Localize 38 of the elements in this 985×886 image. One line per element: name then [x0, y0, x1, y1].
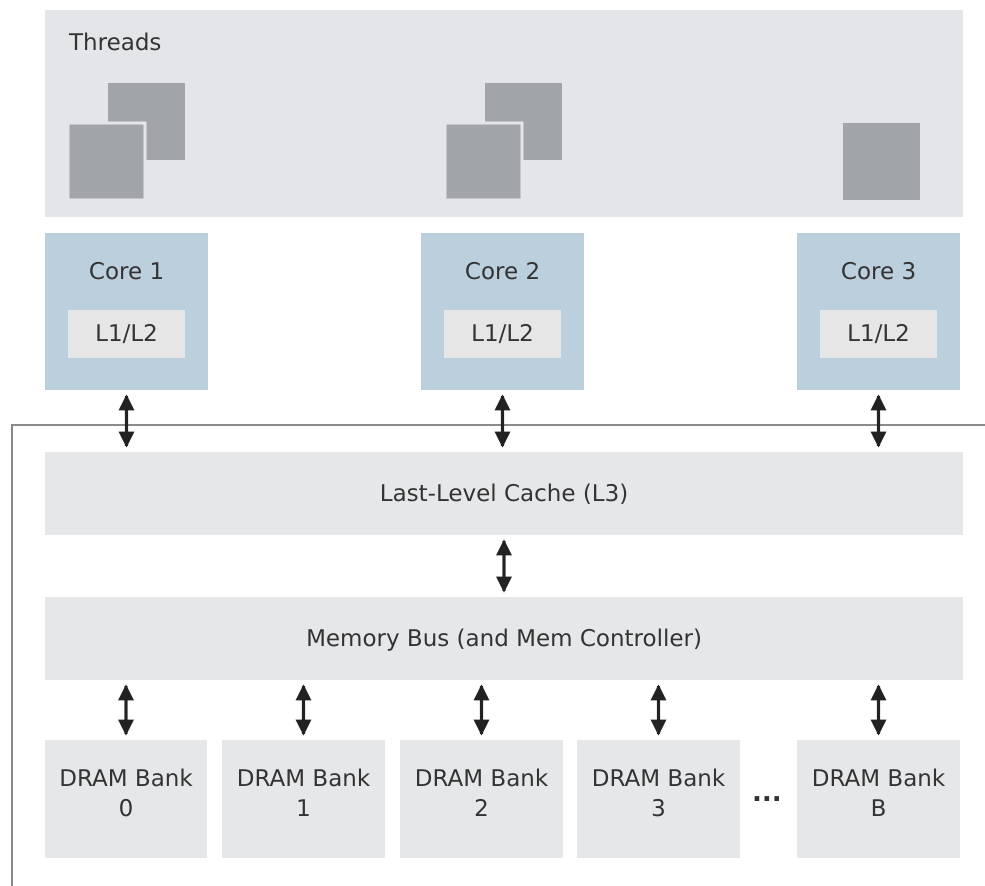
box-label: L1/L2: [846, 320, 911, 349]
box-label: Last-Level Cache (L3): [378, 480, 630, 508]
double-arrow: [118, 394, 134, 448]
cache-box: [820, 310, 937, 358]
double-arrow: [494, 394, 510, 448]
box-label: L1/L2: [94, 320, 159, 349]
box-label: DRAM Bank 3: [590, 765, 726, 824]
box-label: DRAM Bank B: [810, 765, 946, 824]
double-arrow: [870, 684, 886, 736]
memory-bank-box: [222, 740, 385, 858]
double-arrow: [296, 684, 312, 736]
memory-bank-box: [400, 740, 563, 858]
ellipsis-label: ...: [752, 778, 782, 808]
box-label: DRAM Bank 2: [414, 765, 550, 824]
memory-bank-box: [577, 740, 740, 858]
core-box: [797, 233, 960, 390]
double-arrow: [118, 684, 134, 736]
double-arrow: [870, 394, 886, 448]
box-label: Core 2: [464, 258, 542, 287]
bus-bar: [45, 452, 963, 535]
box-label: L1/L2: [470, 320, 535, 349]
thread-area: [45, 10, 963, 217]
double-arrow: [474, 684, 490, 736]
cache-box: [444, 310, 561, 358]
memory-bank-box: [797, 740, 960, 858]
core-box: [45, 233, 208, 390]
area-title: Threads: [69, 29, 162, 58]
box-label: DRAM Bank 1: [236, 765, 372, 824]
box-label: Memory Bus (and Mem Controller): [305, 624, 703, 654]
box-label: DRAM Bank 0: [58, 765, 194, 824]
box-label: Core 3: [840, 258, 918, 287]
bus-bar: [45, 597, 963, 680]
core-box: [421, 233, 584, 390]
double-arrow: [496, 539, 512, 593]
cache-box: [68, 310, 185, 358]
memory-bank-box: [45, 740, 207, 858]
double-arrow: [650, 684, 666, 736]
box-label: Core 1: [88, 258, 166, 287]
